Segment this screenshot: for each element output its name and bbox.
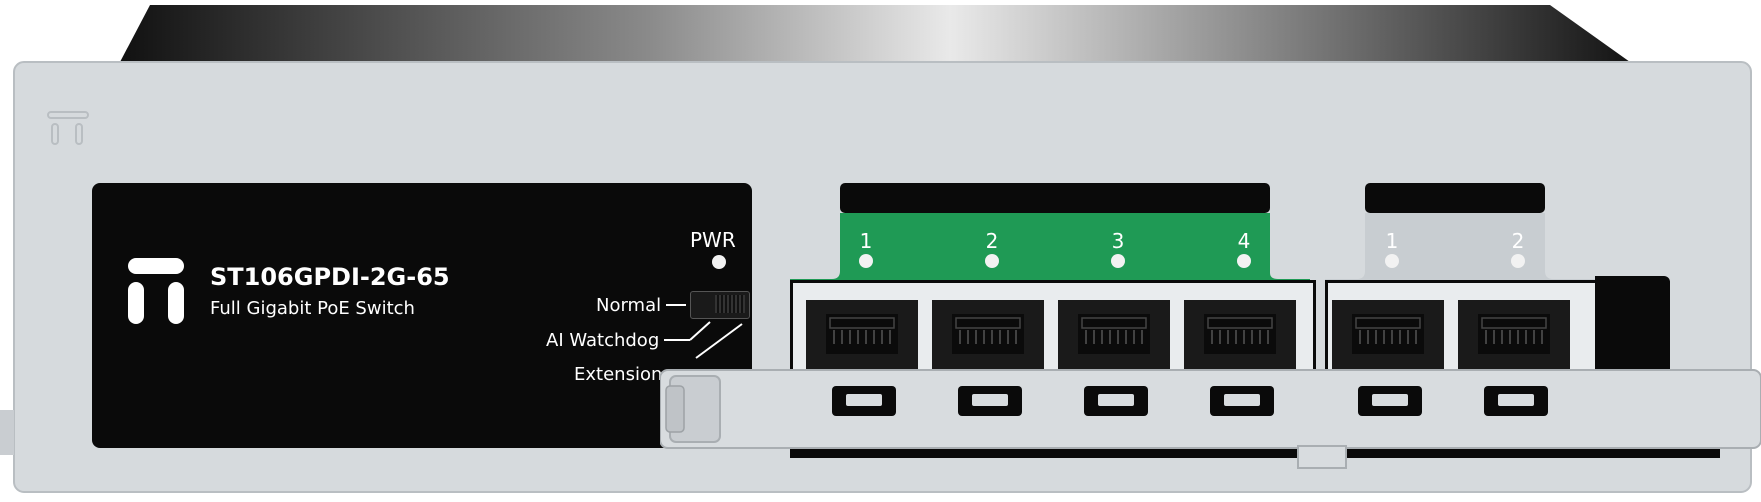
model-name: ST106GPDI-2G-65 [210, 263, 450, 291]
cable-management-bar [660, 369, 1761, 469]
mode-switch-knob [715, 295, 745, 313]
mode-switch[interactable] [690, 291, 750, 319]
poe-port-header [790, 183, 1310, 293]
product-subtitle: Full Gigabit PoE Switch [210, 298, 415, 319]
poe-port-led-3 [1111, 254, 1125, 268]
poe-port-led-2 [985, 254, 999, 268]
brand-logo-icon [128, 258, 184, 324]
right-black-bay [1595, 276, 1670, 376]
poe-port-label-4: 4 [1237, 229, 1251, 253]
uplink-port-label-1: 1 [1385, 229, 1399, 253]
poe-port-label-1: 1 [859, 229, 873, 253]
poe-port-label-2: 2 [985, 229, 999, 253]
poe-port-led-1 [859, 254, 873, 268]
pwr-led [712, 255, 726, 269]
poe-port-label-3: 3 [1111, 229, 1125, 253]
uplink-port-label-2: 2 [1511, 229, 1525, 253]
info-panel [92, 183, 752, 448]
mode-extension-label: Extension [574, 364, 663, 385]
uplink-port-led-1 [1385, 254, 1399, 268]
embossed-logo-icon [47, 111, 89, 145]
uplink-port-header [1325, 183, 1595, 293]
uplink-port-led-2 [1511, 254, 1525, 268]
mode-normal-label: Normal [596, 295, 662, 316]
pwr-label: PWR [690, 228, 736, 252]
mode-watchdog-label: AI Watchdog [546, 330, 660, 351]
poe-port-led-4 [1237, 254, 1251, 268]
